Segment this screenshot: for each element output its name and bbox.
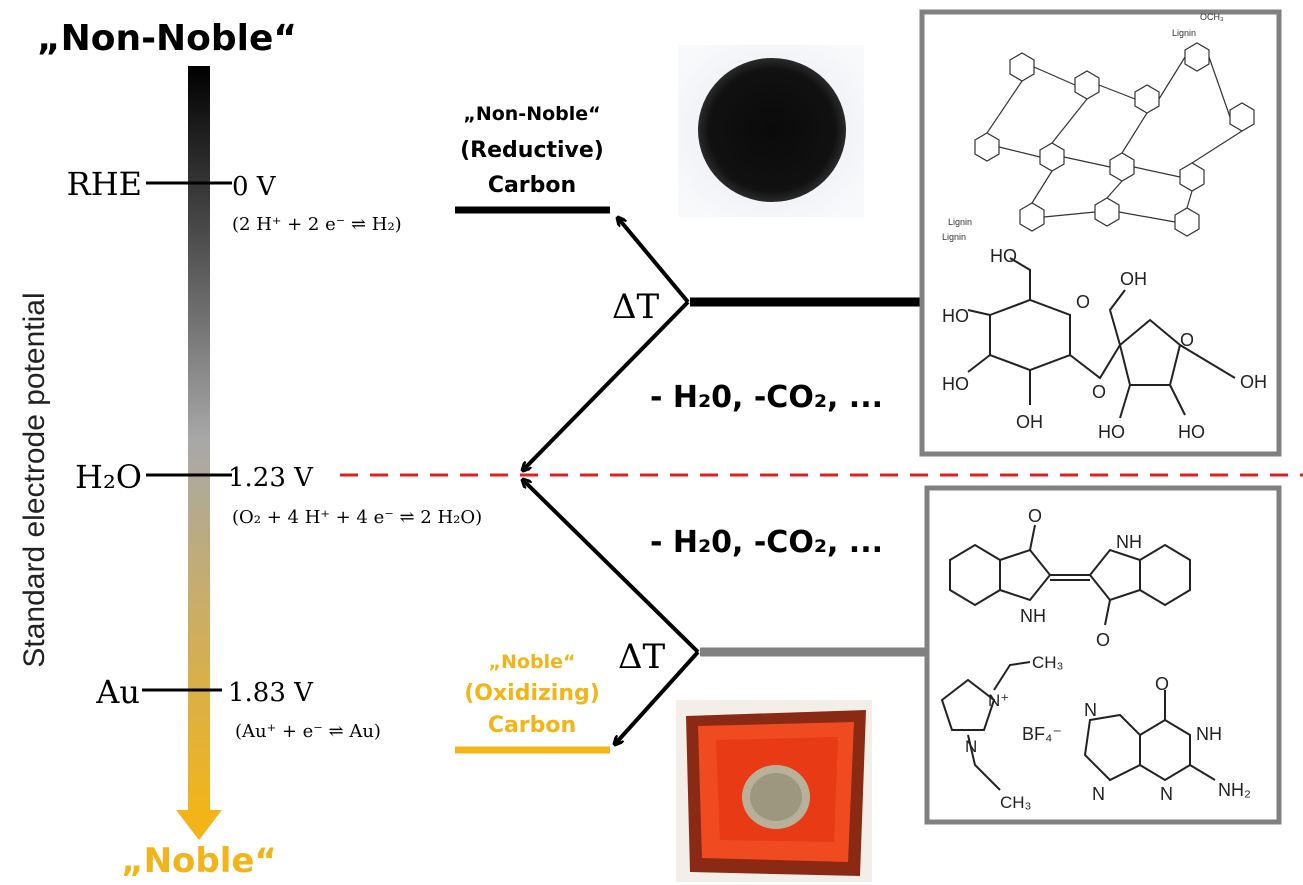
- lignin-structure: [974, 42, 1255, 237]
- rhe-reaction: (2 H⁺ + 2 e⁻ ⇌ H₂): [232, 214, 402, 235]
- il-n: N: [965, 737, 977, 756]
- au-label: Au: [95, 673, 140, 711]
- guanine-nh: NH: [1196, 724, 1222, 744]
- lower-byproducts-label: - H₂0, -CO₂, ...: [650, 525, 883, 560]
- il-anion: BF₄⁻: [1022, 724, 1062, 744]
- guanine-structure: [1083, 690, 1216, 782]
- noble-carbon-line1: „Noble“: [489, 651, 576, 673]
- sucrose-oh-8: HO: [1178, 422, 1205, 442]
- h2o-reaction: (O₂ + 4 H⁺ + 4 e⁻ ⇌ 2 H₂O): [232, 507, 482, 528]
- sucrose-oh-5: OH: [1120, 269, 1147, 289]
- scale-arrow-head: [176, 810, 222, 840]
- guanine-o: O: [1155, 674, 1169, 694]
- carbon-powder-photo: [678, 45, 864, 217]
- guanine-nh2: NH₂: [1218, 780, 1251, 800]
- h2o-potential: 1.23 V: [228, 463, 314, 493]
- potential-scale-bar: [188, 66, 210, 814]
- lignin-label-top: Lignin: [1172, 28, 1196, 38]
- upper-arrow-to-threshold: [523, 300, 690, 470]
- lignin-ome-top: OCH₃: [1200, 12, 1224, 22]
- guanine-n-top: N: [1084, 700, 1097, 720]
- ionic-liquid-structure: [940, 661, 1031, 791]
- rhe-potential: 0 V: [232, 172, 277, 202]
- sucrose-oh-3: HO: [942, 374, 969, 394]
- upper-arrow-to-carbon: [618, 218, 690, 304]
- non-noble-carbon-line3: Carbon: [488, 173, 576, 198]
- noble-carbon-line2: (Oxidizing): [464, 681, 600, 706]
- crucible-photo: [676, 700, 872, 882]
- sucrose-oh-4: OH: [1016, 412, 1043, 432]
- h2o-label: H₂O: [75, 458, 142, 496]
- lignin-label-bottom: Lignin: [942, 232, 966, 242]
- lignin-label-left: Lignin: [948, 217, 972, 227]
- sucrose-oh-6: OH: [1240, 372, 1267, 392]
- indigo-structure: [949, 524, 1191, 626]
- scale-bottom-label: „Noble“: [121, 841, 277, 881]
- upper-heat-label: ΔT: [612, 287, 660, 327]
- lower-arrow-to-carbon: [615, 650, 700, 744]
- axis-label: Standard electrode potential: [18, 292, 51, 667]
- guanine-n-bottom: N: [1160, 784, 1173, 804]
- indigo-nh-top: NH: [1116, 532, 1142, 552]
- au-potential: 1.83 V: [228, 678, 314, 708]
- il-n-plus: N⁺: [988, 691, 1009, 710]
- il-ch3-top: CH₃: [1032, 653, 1063, 672]
- au-reaction: (Au⁺ + e⁻ ⇌ Au): [235, 721, 381, 742]
- noble-carbon-line3: Carbon: [488, 713, 576, 738]
- indigo-nh-bottom: NH: [1020, 606, 1046, 626]
- upper-byproducts-label: - H₂0, -CO₂, ...: [650, 380, 883, 415]
- nitrogen-precursor-box: [924, 485, 1282, 825]
- guanine-hn: N: [1092, 784, 1105, 804]
- sucrose-o-ring2: O: [1180, 330, 1194, 350]
- lower-arrow-to-threshold: [523, 480, 700, 654]
- sucrose-oh-2: HO: [942, 306, 969, 326]
- rhe-label: RHE: [67, 165, 142, 203]
- il-ch3-bottom: CH₃: [1000, 793, 1031, 812]
- indigo-o-top: O: [1028, 506, 1042, 526]
- sucrose-oh-1: HO: [990, 246, 1017, 266]
- non-noble-carbon-line1: „Non-Noble“: [463, 103, 600, 125]
- sucrose-o-link: O: [1092, 382, 1106, 402]
- non-noble-carbon-line2: (Reductive): [460, 138, 604, 163]
- scale-top-label: „Non-Noble“: [37, 18, 297, 59]
- sucrose-structure: [967, 257, 1236, 419]
- lower-heat-label: ΔT: [618, 637, 666, 677]
- sucrose-oh-7: HO: [1098, 422, 1125, 442]
- sucrose-o-ring: O: [1076, 292, 1090, 312]
- indigo-o-bottom: O: [1096, 630, 1110, 650]
